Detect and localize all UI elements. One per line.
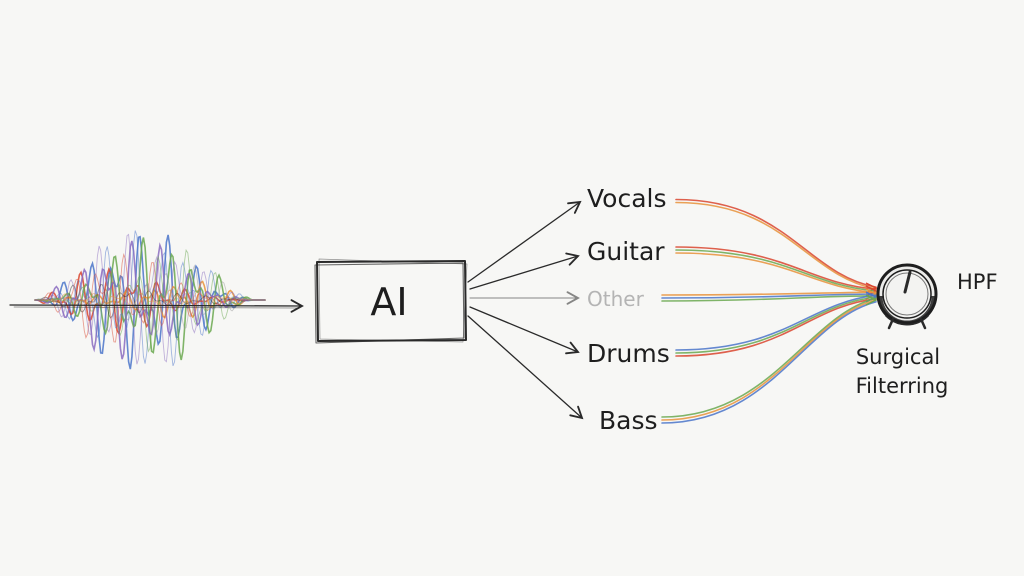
stem-labels: Vocals Guitar Other Drums Bass [587,184,670,435]
arrow-to-vocals [467,200,582,283]
input-arrow [9,299,304,313]
ai-model-box: AI [314,258,468,344]
stem-label-bass: Bass [599,406,658,435]
audio-waveform [34,230,266,370]
stem-curve [661,301,877,424]
stem-curve [675,198,877,288]
waveform-trace [34,233,266,365]
waveform-trace [34,230,266,367]
stem-curve [675,294,877,351]
stem-curve [675,246,877,290]
stem-curve [675,252,877,294]
stem-label-vocals: Vocals [587,184,667,213]
stem-curve [661,299,877,421]
stem-curve [661,293,877,299]
stem-to-filter-curves [661,198,878,424]
waveform-trace [34,240,266,360]
filter-caption-line1: Surgical [856,345,940,369]
arrow-to-drums [469,306,580,355]
stem-curve [661,297,877,418]
ai-model-label: AI [370,280,407,324]
filter-caption-line2: Filterring [856,374,949,398]
stem-curve [661,295,877,302]
stem-curve [675,201,877,290]
stem-label-other: Other [587,287,645,311]
arrow-to-guitar [469,252,580,290]
waveform-trace [34,252,266,343]
stem-curve [661,291,877,296]
stem-curve [675,249,877,292]
stem-label-guitar: Guitar [587,237,665,266]
stem-curve [675,296,877,354]
knob-icon [876,263,938,330]
arrow-to-bass [467,315,584,420]
fan-out-arrows [467,200,584,420]
filter-label: HPF [957,270,998,294]
stem-label-drums: Drums [587,339,670,368]
stem-curve-arrowhead [865,294,878,306]
stem-curve [675,298,877,357]
